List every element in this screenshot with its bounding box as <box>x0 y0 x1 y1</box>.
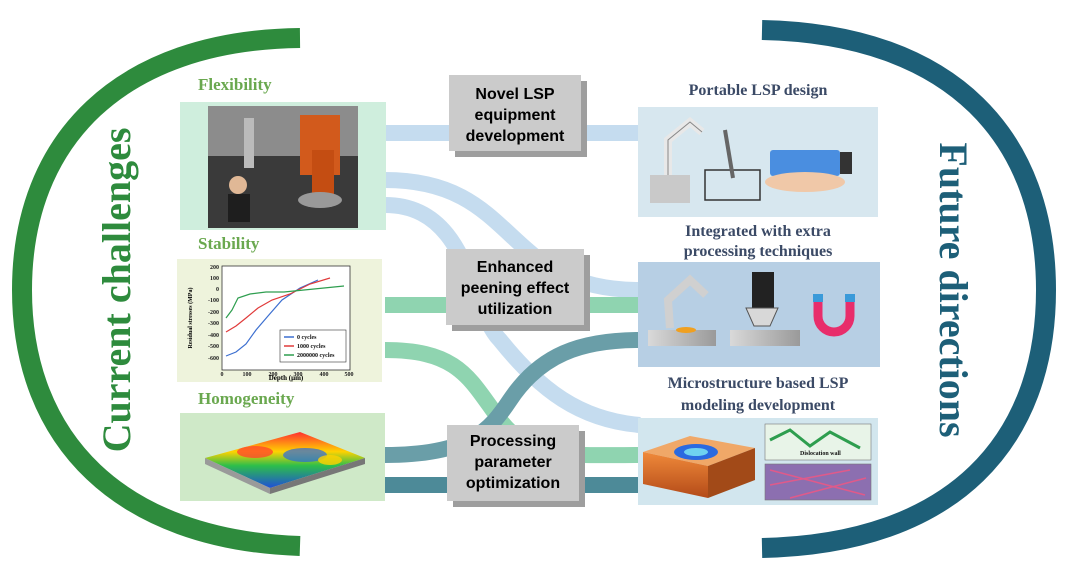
dislocation-wall-label: Dislocation wall <box>800 451 841 457</box>
ytick: 100 <box>210 276 219 282</box>
challenge-label-homogeneity: Homogeneity <box>198 389 295 408</box>
ytick: -200 <box>208 310 219 316</box>
xtick: 0 <box>221 372 224 378</box>
xtick: 400 <box>320 372 329 378</box>
strategy-box-parameters: Processing parameter optimization <box>447 425 585 507</box>
direction-title-microstructure-2: modeling development <box>681 397 836 414</box>
portable-lsp-illustration <box>650 116 852 203</box>
right-arc-title: Future directions <box>931 142 976 437</box>
strategy-line: equipment <box>475 107 557 124</box>
legend-entry: 0 cycles <box>297 335 317 341</box>
strategy-line: optimization <box>466 475 560 492</box>
legend-entry: 2000000 cycles <box>297 353 335 359</box>
ytick: -600 <box>208 356 219 362</box>
xtick: 500 <box>345 372 354 378</box>
left-arc-title: Current challenges <box>94 128 139 453</box>
strategy-line: Enhanced <box>477 259 553 276</box>
ytick: -100 <box>208 298 219 304</box>
stress-plot-ylabel: Residual stresses (MPa) <box>187 288 194 349</box>
series-2000000-cycles <box>225 285 345 319</box>
ytick: -300 <box>208 321 219 327</box>
surface-topography <box>205 432 365 494</box>
strategy-line: utilization <box>478 301 553 318</box>
direction-title-portable: Portable LSP design <box>689 82 828 99</box>
strategy-line: development <box>466 128 565 145</box>
direction-title-microstructure-1: Microstructure based LSP <box>668 375 849 392</box>
left-arc <box>11 28 301 556</box>
xtick: 300 <box>294 372 303 378</box>
ytick: 0 <box>216 287 219 293</box>
challenge-label-stability: Stability <box>198 234 260 253</box>
right-arc <box>761 20 1057 558</box>
magnet-icon <box>813 298 855 337</box>
xtick: 200 <box>269 372 278 378</box>
ytick: -400 <box>208 333 219 339</box>
direction-title-integrated-2: processing techniques <box>684 243 833 260</box>
stress-plot-xlabel: Depth (μm) <box>269 374 304 382</box>
microstructure-illustration: Dislocation wall <box>643 423 872 501</box>
direction-title-integrated-1: Integrated with extra <box>685 223 831 240</box>
strategy-box-peening: Enhanced peening effect utilization <box>446 249 590 331</box>
strategy-line: parameter <box>474 454 551 471</box>
legend-entry: 1000 cycles <box>297 344 326 350</box>
ytick: 200 <box>210 265 219 271</box>
strategy-line: Novel LSP <box>475 86 554 103</box>
integrated-illustration <box>648 272 855 346</box>
challenge-label-flexibility: Flexibility <box>198 75 272 94</box>
xtick: 100 <box>243 372 252 378</box>
ytick: -500 <box>208 344 219 350</box>
strategy-line: Processing <box>470 433 556 450</box>
stress-plot: Residual stresses (MPa) Depth (μm) 200 1… <box>187 265 354 382</box>
series-1000-cycles <box>225 277 331 333</box>
strategy-line: peening effect <box>461 280 570 297</box>
strategy-box-equipment: Novel LSP equipment development <box>449 75 587 157</box>
robot-lab-photo <box>208 106 358 228</box>
